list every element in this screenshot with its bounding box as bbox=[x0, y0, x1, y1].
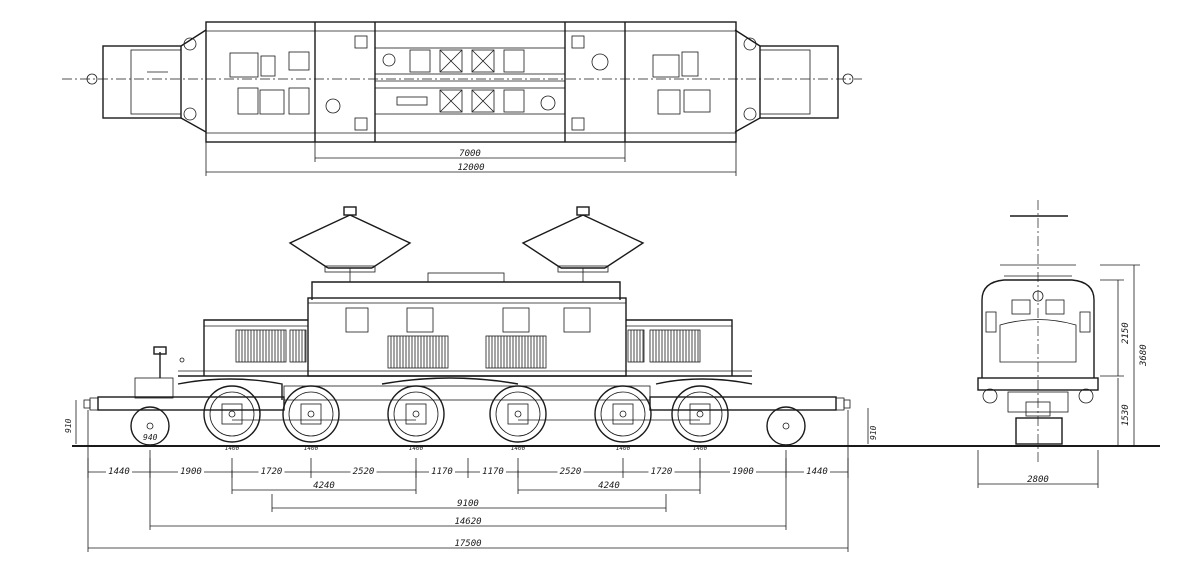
cab-window-1 bbox=[345, 307, 369, 333]
driving-wheel bbox=[594, 385, 652, 443]
cab-window-4 bbox=[563, 307, 591, 333]
axle-tick-label: 1400 bbox=[693, 445, 708, 452]
driving-wheel bbox=[671, 385, 729, 443]
dim-row-1-label: 1720 bbox=[261, 467, 283, 477]
plan-left-hood bbox=[102, 45, 182, 119]
buffer-height-right: 910 bbox=[869, 425, 878, 440]
dim-row-1-label: 1440 bbox=[806, 467, 828, 477]
dim-row-1-label: 1900 bbox=[180, 467, 202, 477]
wheels bbox=[130, 385, 806, 446]
driving-wheel bbox=[387, 385, 445, 443]
plan-right-hood bbox=[759, 45, 839, 119]
cab-roof bbox=[311, 281, 621, 300]
dim-bogie-right: 4240 bbox=[598, 481, 620, 491]
driving-wheel bbox=[489, 385, 547, 443]
hood-right bbox=[626, 319, 733, 376]
axle-ticks: 1400 1400 1400 1400 1400 1400 bbox=[225, 445, 708, 452]
end-dim-lower-height: 1530 bbox=[1121, 404, 1131, 426]
driving-wheel bbox=[282, 385, 340, 443]
driving-wheel bbox=[203, 385, 261, 443]
dim-row-1-label: 1900 bbox=[732, 467, 754, 477]
end-dim-total-height: 3680 bbox=[1139, 344, 1149, 367]
pantograph-left bbox=[288, 206, 412, 282]
dim-row-1-label: 2520 bbox=[560, 467, 582, 477]
hood-left bbox=[203, 319, 308, 376]
side-view: 910 910 940 1400 1400 1400 1400 1400 1400 144… bbox=[64, 206, 1160, 552]
dim-row-1-label: 1720 bbox=[651, 467, 673, 477]
dim-row-1-label: 2520 bbox=[353, 467, 375, 477]
dim-pivot-centres: 9100 bbox=[457, 499, 479, 509]
pantograph-right bbox=[521, 206, 645, 282]
end-cab bbox=[981, 279, 1095, 378]
axle-tick-label: 1400 bbox=[409, 445, 424, 452]
plan-view: 7000 12000 bbox=[62, 21, 862, 176]
dim-bogie-left: 4240 bbox=[313, 481, 335, 491]
axle-tick-label: 1400 bbox=[616, 445, 631, 452]
dim-overall-length: 17500 bbox=[454, 539, 481, 549]
axle-tick-label: 1400 bbox=[511, 445, 526, 452]
dim-row-1-label: 1170 bbox=[431, 467, 453, 477]
cab-window-2 bbox=[406, 307, 434, 333]
dim-row-1-label: 1440 bbox=[108, 467, 130, 477]
cab-body bbox=[307, 297, 627, 377]
cab-window-3 bbox=[502, 307, 530, 333]
dim-row-1-label: 1170 bbox=[482, 467, 504, 477]
dim-wheelbase-total: 14620 bbox=[454, 517, 481, 527]
dimension-row-1: 1440 1900 1720 2520 1170 1170 2520 1720 1900 1440 bbox=[87, 458, 849, 478]
hood-louvres bbox=[235, 329, 701, 363]
plan-body bbox=[205, 21, 737, 143]
end-dim-width: 2800 bbox=[1027, 475, 1049, 485]
end-view: 2800 3680 2150 1530 bbox=[977, 200, 1149, 488]
plan-dim-body-length: 12000 bbox=[457, 163, 484, 173]
end-dim-upper-height: 2150 bbox=[1121, 322, 1131, 344]
cab-louvres bbox=[387, 335, 547, 369]
axle-tick-label: 1400 bbox=[225, 445, 240, 452]
plan-dim-cab-section: 7000 bbox=[459, 149, 481, 159]
buffer-height-left: 910 bbox=[64, 418, 73, 433]
axle-tick-label: 1400 bbox=[304, 445, 319, 452]
frame-right bbox=[649, 396, 837, 411]
small-wheel-dim: 940 bbox=[143, 433, 158, 442]
leading-wheel bbox=[766, 406, 806, 446]
